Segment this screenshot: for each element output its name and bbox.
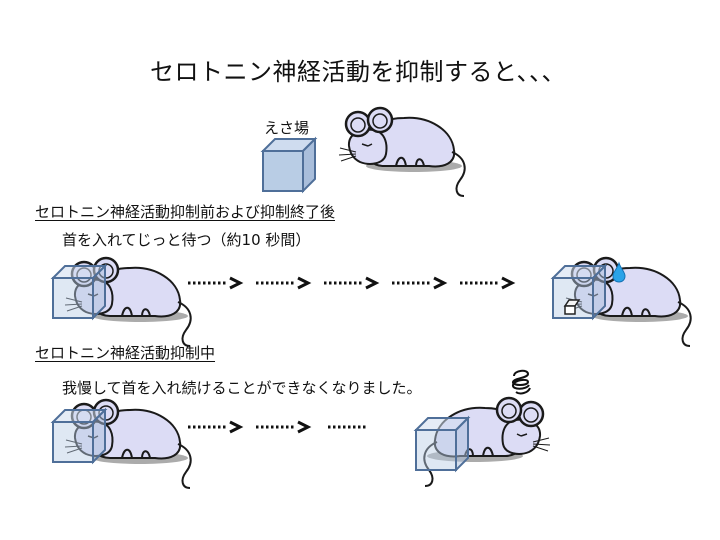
- section-during-heading: セロトニン神経活動抑制中: [35, 344, 216, 362]
- mouse-legend-icon: [337, 106, 466, 198]
- dotted-arrow-icon: [186, 420, 242, 434]
- section-before-caption: 首を入れてじっと待つ（約10 秒間）: [62, 231, 311, 249]
- sweat-drop-icon: [612, 261, 626, 283]
- frustration-scribble-icon: [512, 369, 531, 395]
- slide-title: セロトニン神経活動を抑制すると、、、: [150, 58, 567, 86]
- food-pellet-icon: [563, 299, 581, 315]
- feeder-cube-icon: [52, 265, 106, 319]
- section-before-heading: セロトニン神経活動抑制前および抑制終了後: [35, 203, 336, 221]
- feeder-cube-icon: [552, 265, 606, 319]
- feeder-label: えさ場: [264, 119, 310, 137]
- dotted-arrow-icon: [254, 276, 310, 290]
- feeder-cube-icon: [52, 409, 106, 463]
- feeder-cube-icon: [262, 138, 316, 192]
- section-during-caption: 我慢して首を入れ続けることができなくなりました。: [62, 379, 422, 397]
- dotted-arrow-icon: [322, 276, 378, 290]
- dotted-arrow-icon: [458, 276, 514, 290]
- feeder-cube-icon: [415, 417, 469, 471]
- dotted-arrow-icon: [186, 276, 242, 290]
- dotted-arrow-icon: [254, 420, 310, 434]
- trailing-dots: [328, 425, 368, 429]
- dotted-arrow-icon: [390, 276, 446, 290]
